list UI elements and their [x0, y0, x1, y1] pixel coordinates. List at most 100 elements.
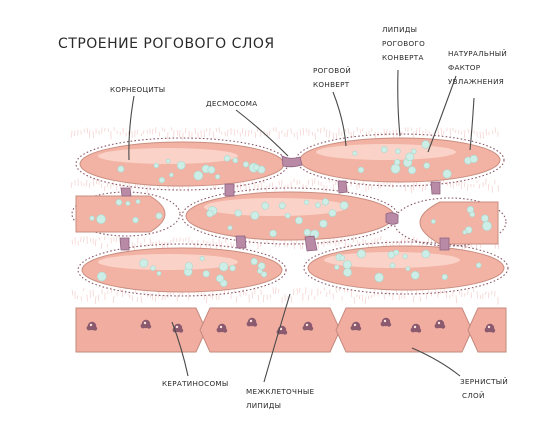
- lipid-strand: [455, 129, 457, 133]
- leader-envelope-lipids: [397, 69, 401, 137]
- nmf-droplet: [132, 216, 139, 224]
- lipid-strand: [251, 291, 253, 299]
- lipid-strand: [158, 240, 160, 246]
- keratinosome: [350, 321, 362, 331]
- nmf-droplet: [441, 273, 448, 281]
- nmf-droplet: [202, 270, 210, 278]
- nmf-droplet: [153, 162, 160, 169]
- lipid-strand: [326, 292, 328, 298]
- lipid-strand: [299, 129, 302, 136]
- nmf-droplet: [150, 265, 156, 272]
- nmf-droplet: [96, 214, 106, 224]
- lipid-strand: [239, 132, 241, 137]
- lipid-strand: [236, 129, 239, 134]
- nmf-droplet: [223, 155, 231, 162]
- lipid-strand: [262, 294, 265, 303]
- lipid-strand: [320, 290, 322, 294]
- nmf-droplet: [356, 249, 366, 259]
- lipid-strand: [88, 129, 91, 138]
- leader-keratinosomes: [171, 321, 189, 377]
- nmf-droplet: [314, 202, 321, 208]
- nmf-droplet: [135, 199, 141, 204]
- nmf-droplet: [405, 266, 411, 272]
- label-nmf-2: ФАКТОР: [448, 63, 481, 72]
- leader-intercellular-lipids: [263, 293, 291, 383]
- lipid-strand: [206, 295, 208, 304]
- lipid-strand: [83, 128, 86, 133]
- lipid-strand: [224, 236, 227, 244]
- nmf-droplet: [421, 140, 430, 149]
- lipid-strand: [356, 239, 359, 245]
- lipid-strand: [143, 237, 146, 243]
- lipid-strand: [278, 243, 280, 248]
- nmf-droplet: [295, 216, 303, 225]
- lipid-strand: [116, 185, 118, 191]
- lipid-strand: [404, 236, 406, 245]
- lipid-strand: [92, 131, 95, 139]
- nmf-droplet: [278, 202, 286, 210]
- label-cornified-envelope-2: КОНВЕРТ: [313, 80, 350, 89]
- lipid-strand: [89, 237, 92, 243]
- lipid-strand: [209, 293, 212, 298]
- nmf-droplet: [207, 165, 216, 174]
- lipid-strand: [155, 127, 157, 134]
- cornified-envelope: [295, 133, 505, 187]
- label-envelope-lipids-1: ЛИПИДЫ: [382, 25, 417, 34]
- nmf-droplet: [394, 159, 401, 166]
- cornified-envelope: [77, 243, 287, 297]
- lipid-strand: [244, 130, 247, 137]
- nmf-droplet: [393, 249, 400, 256]
- lipid-strand: [479, 131, 481, 139]
- desmosome: [430, 181, 441, 195]
- lipid-strand: [158, 131, 161, 137]
- lipid-strand: [314, 132, 316, 140]
- lipid-strand: [107, 128, 110, 133]
- nmf-droplet: [321, 198, 330, 206]
- lipid-strand: [233, 129, 236, 136]
- lipid-strand: [299, 243, 302, 250]
- lipid-strand: [293, 132, 295, 138]
- nmf-droplet: [410, 270, 420, 280]
- nmf-droplet: [342, 260, 352, 270]
- lipid-strand: [412, 182, 415, 191]
- lipid-strand: [70, 181, 73, 188]
- lipid-strand: [235, 296, 238, 303]
- lipid-strand: [161, 296, 164, 301]
- lipid-strand: [194, 127, 197, 135]
- lipid-strand: [485, 128, 487, 136]
- lipid-strand: [82, 287, 85, 292]
- lipid-strand: [73, 130, 76, 137]
- lipid-strand: [80, 296, 82, 301]
- lipid-strand: [92, 178, 95, 187]
- nmf-droplet: [469, 211, 476, 218]
- lipid-strand: [410, 127, 412, 131]
- label-nmf-1: НАТУРАЛЬНЫЙ: [448, 49, 507, 58]
- lipid-strand: [149, 293, 151, 298]
- keratinosome: [172, 323, 184, 333]
- lipid-strand: [352, 130, 355, 138]
- lipid-strand: [371, 185, 373, 190]
- nmf-droplet: [402, 253, 408, 259]
- nmf-droplet: [389, 262, 396, 269]
- lipid-strand: [497, 185, 500, 192]
- lipid-strand: [332, 132, 334, 139]
- lipid-strand: [110, 287, 112, 294]
- nmf-droplet: [139, 258, 149, 268]
- lipid-strand: [250, 129, 253, 134]
- lipid-strand: [83, 236, 85, 243]
- desmosome: [439, 237, 450, 251]
- nmf-droplet: [242, 161, 249, 168]
- granular-cell: [75, 307, 207, 353]
- keratinosome: [410, 323, 422, 333]
- lipid-strand: [358, 295, 361, 300]
- lipid-strand: [170, 127, 173, 131]
- nmf-droplet: [442, 169, 452, 179]
- lipid-strand: [268, 129, 271, 136]
- lipid-strand: [370, 294, 373, 299]
- lipid-strand: [100, 183, 103, 188]
- lipid-strand: [226, 243, 229, 249]
- lipid-strand: [404, 127, 407, 132]
- lipid-strand: [140, 132, 142, 137]
- nmf-droplet: [411, 148, 417, 155]
- nmf-droplet: [89, 215, 95, 221]
